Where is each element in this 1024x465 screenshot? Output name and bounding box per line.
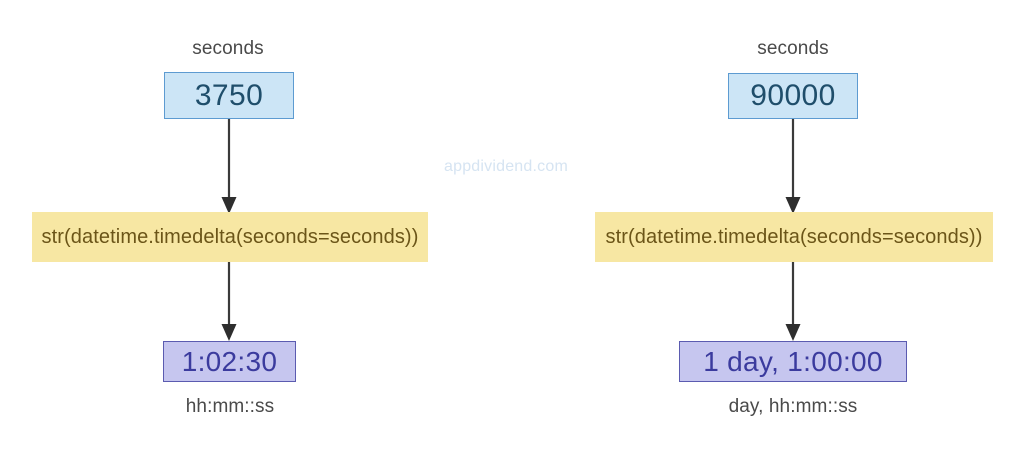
right-input-box: 90000 (728, 73, 858, 119)
right-arrow-input-to-expression (785, 119, 801, 214)
right-output-box: 1 day, 1:00:00 (679, 341, 907, 382)
right-input-label: seconds (757, 38, 829, 59)
left-input-box: 3750 (164, 72, 294, 119)
right-output-format-label: day, hh:mm::ss (728, 396, 858, 417)
watermark: appdividend.com (444, 158, 568, 175)
left-output-box: 1:02:30 (163, 341, 296, 382)
left-input-label: seconds (192, 38, 264, 59)
right-arrow-expression-to-output (785, 262, 801, 341)
left-output-format-label: hh:mm::ss (185, 396, 275, 417)
right-expression-box: str(datetime.timedelta(seconds=seconds)) (595, 212, 993, 262)
left-expression-box: str(datetime.timedelta(seconds=seconds)) (32, 212, 428, 262)
left-arrow-expression-to-output (221, 262, 237, 341)
left-arrow-input-to-expression (221, 119, 237, 214)
